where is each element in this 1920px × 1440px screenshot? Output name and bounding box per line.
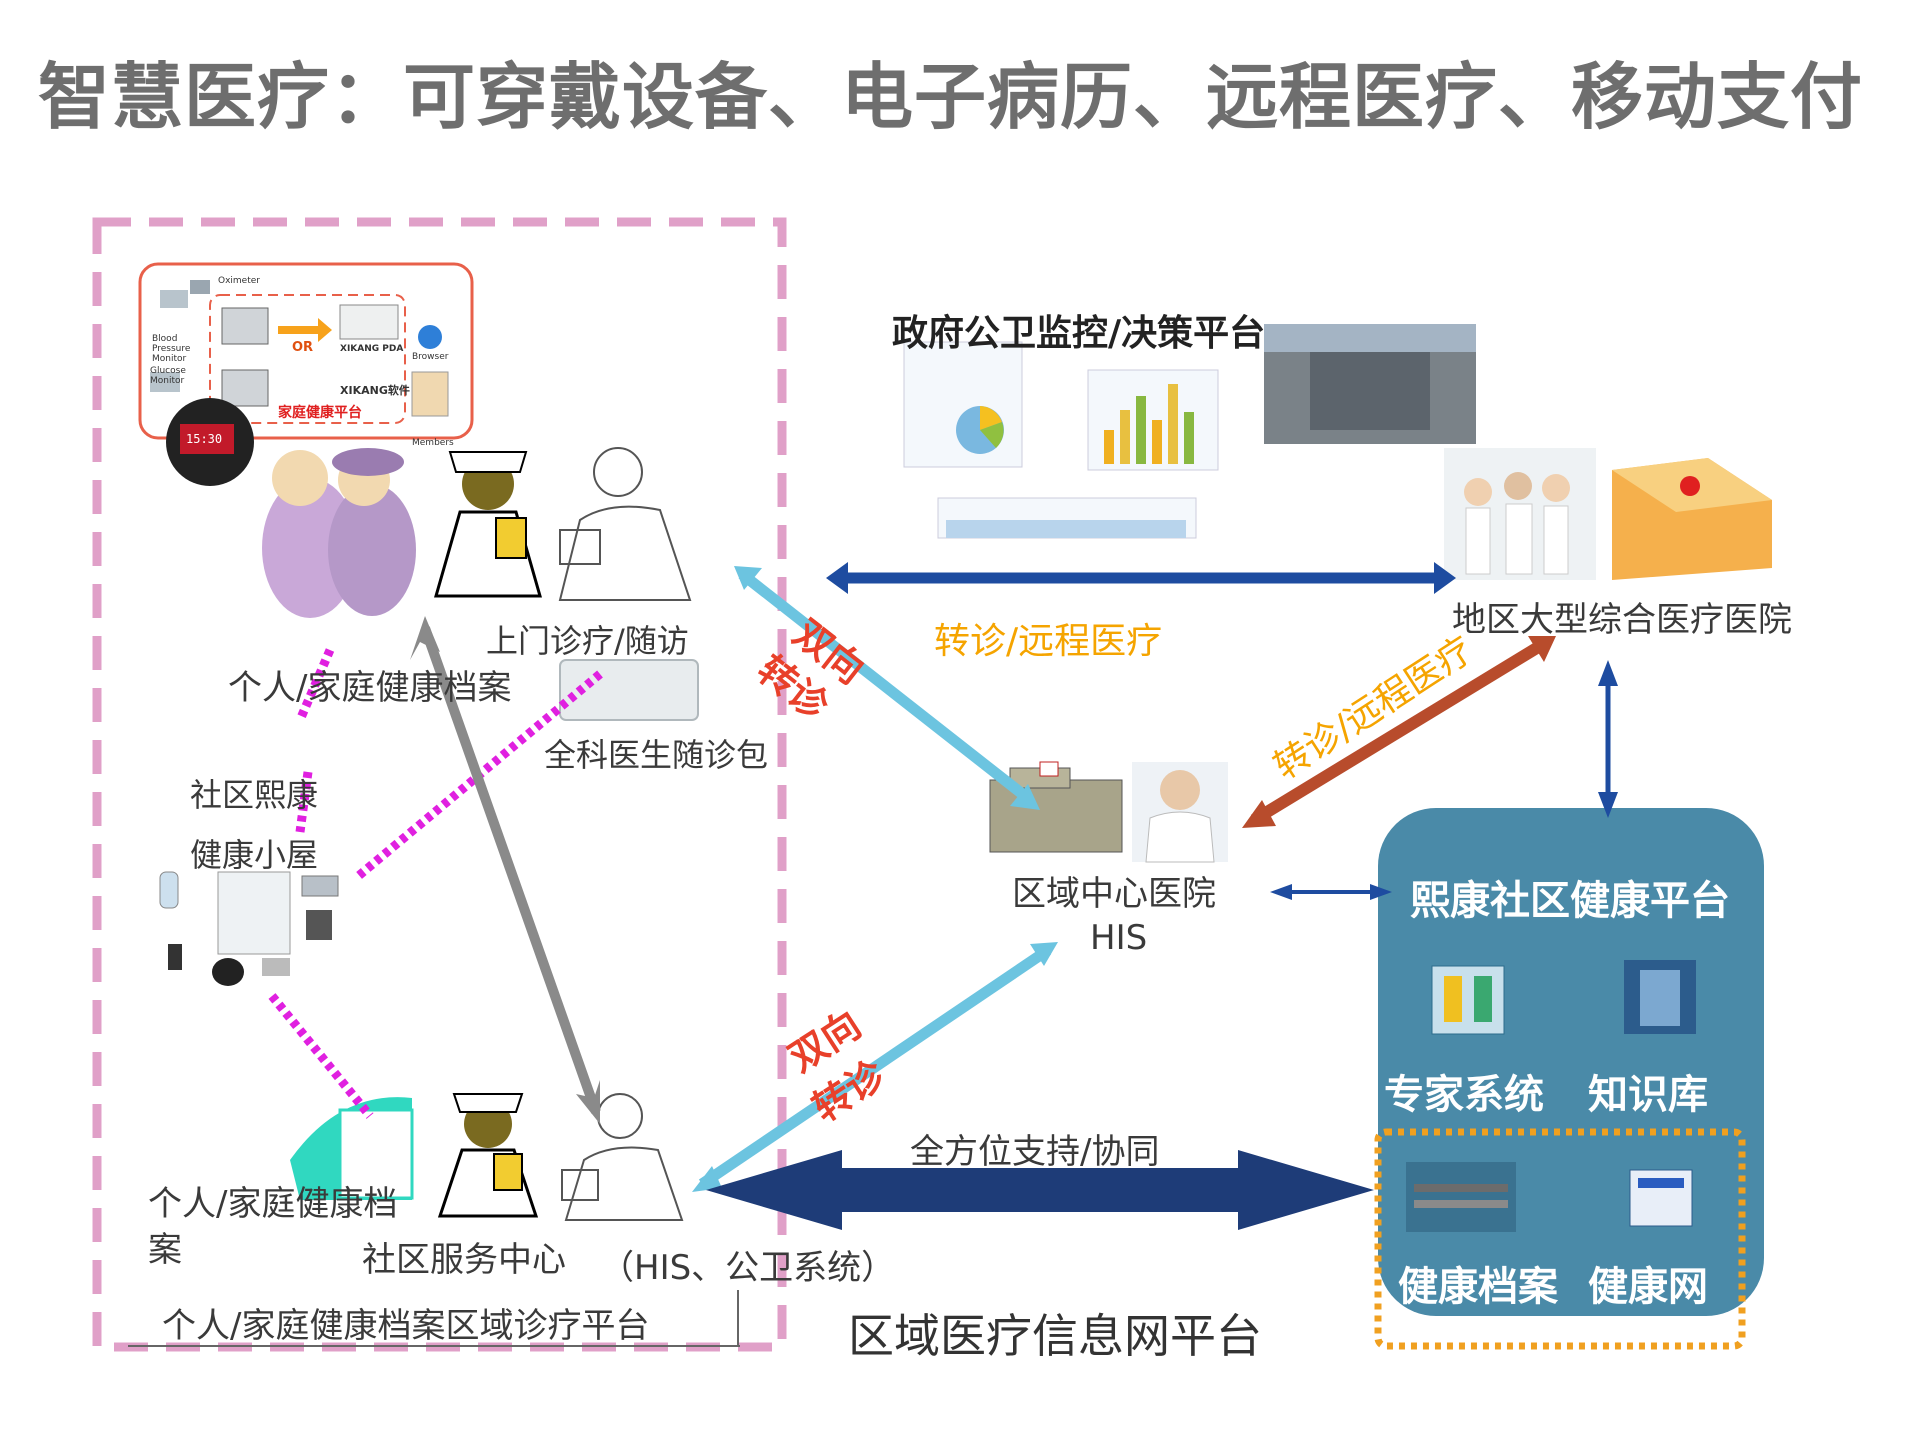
xikang-platform-title: 熙康社区健康平台 bbox=[1410, 878, 1730, 924]
personal-record-label-2: 个人/家庭健康档 bbox=[148, 1184, 398, 1224]
gov-building-photo bbox=[1264, 324, 1476, 444]
blood-pressure-label: Blood Pressure Monitor bbox=[152, 334, 191, 364]
personal-record-label: 个人/家庭健康档案 bbox=[228, 668, 512, 708]
his-public-label: （HIS、公卫系统） bbox=[600, 1248, 896, 1288]
gray-arrow-head-top bbox=[410, 616, 440, 660]
link-record-to-cabin bbox=[295, 648, 335, 722]
full-support-arrow bbox=[706, 1150, 1374, 1230]
regional-hospital-label: 地区大型综合医疗医院 bbox=[1452, 600, 1792, 640]
community-center-label: 社区服务中心 bbox=[362, 1240, 566, 1280]
knowledge-base-label: 知识库 bbox=[1588, 1072, 1708, 1118]
glucose-label: Glucose Monitor bbox=[150, 366, 186, 386]
health-record-highlight bbox=[1374, 1128, 1746, 1350]
community-xikang-label: 社区熙康 bbox=[190, 776, 319, 814]
regional-network-label: 区域医疗信息网平台 bbox=[848, 1309, 1262, 1363]
personal-record-label-2b: 案 bbox=[148, 1230, 182, 1270]
door-service-label: 上门诊疗/随访 bbox=[486, 622, 689, 660]
device-panel-inner bbox=[209, 294, 406, 424]
doctor-sketch-top bbox=[558, 447, 692, 601]
members-label: Members bbox=[412, 438, 454, 448]
full-support-label: 全方位支持/协同 bbox=[910, 1132, 1160, 1172]
referral-remote-label: 转诊/远程医疗 bbox=[934, 621, 1163, 662]
referral-arrow-top bbox=[738, 569, 1034, 805]
center-hospital-building bbox=[989, 761, 1123, 853]
gp-kit-label: 全科医生随诊包 bbox=[544, 736, 769, 774]
link-cabin-to-center bbox=[268, 993, 374, 1119]
center-hospital-doctor-photo bbox=[1132, 762, 1228, 863]
oximeter-label: Oximeter bbox=[218, 276, 260, 286]
center-hospital-label: 区域中心医院 bbox=[1012, 874, 1216, 914]
health-cabin-label: 健康小屋 bbox=[190, 836, 319, 874]
xikang-icons bbox=[1406, 960, 1696, 1232]
page-title: 智慧医疗：可穿戴设备、电子病历、远程医疗、移动支付 bbox=[38, 55, 1864, 139]
health-record-label: 健康档案 bbox=[1398, 1264, 1558, 1310]
community-center-building bbox=[290, 1097, 414, 1200]
gov-chart-thumbnails bbox=[903, 341, 1219, 539]
gov-platform-label: 政府公卫监控/决策平台 bbox=[892, 313, 1266, 354]
watch-time: 15:30 bbox=[186, 432, 223, 446]
gray-arrow-line bbox=[420, 626, 601, 1114]
referral-arrow-bottom bbox=[698, 945, 1052, 1189]
doctor-sketch-bottom bbox=[561, 1093, 684, 1221]
browser-label: Browser bbox=[412, 352, 449, 362]
expert-system-label: 专家系统 bbox=[1384, 1072, 1544, 1118]
or-label: OR bbox=[292, 340, 314, 355]
health-cabin-devices bbox=[159, 871, 339, 986]
elderly-couple-illustration bbox=[262, 448, 416, 618]
nurse-illustration-bottom bbox=[437, 1093, 539, 1218]
gray-arrow-head-bottom bbox=[576, 1080, 600, 1124]
software-label: XIKANG软件 bbox=[340, 384, 410, 397]
bottom-platform-label: 个人/家庭健康档案区域诊疗平台 bbox=[162, 1306, 650, 1346]
center-to-regional-arrow bbox=[1250, 640, 1544, 826]
regional-hospital-photos bbox=[1444, 448, 1772, 580]
family-platform-label: 家庭健康平台 bbox=[278, 405, 362, 421]
nurse-illustration-top bbox=[434, 451, 542, 598]
pda-label: XIKANG PDA bbox=[340, 344, 404, 354]
his-label: HIS bbox=[1090, 918, 1148, 958]
health-web-label: 健康网 bbox=[1588, 1264, 1708, 1310]
